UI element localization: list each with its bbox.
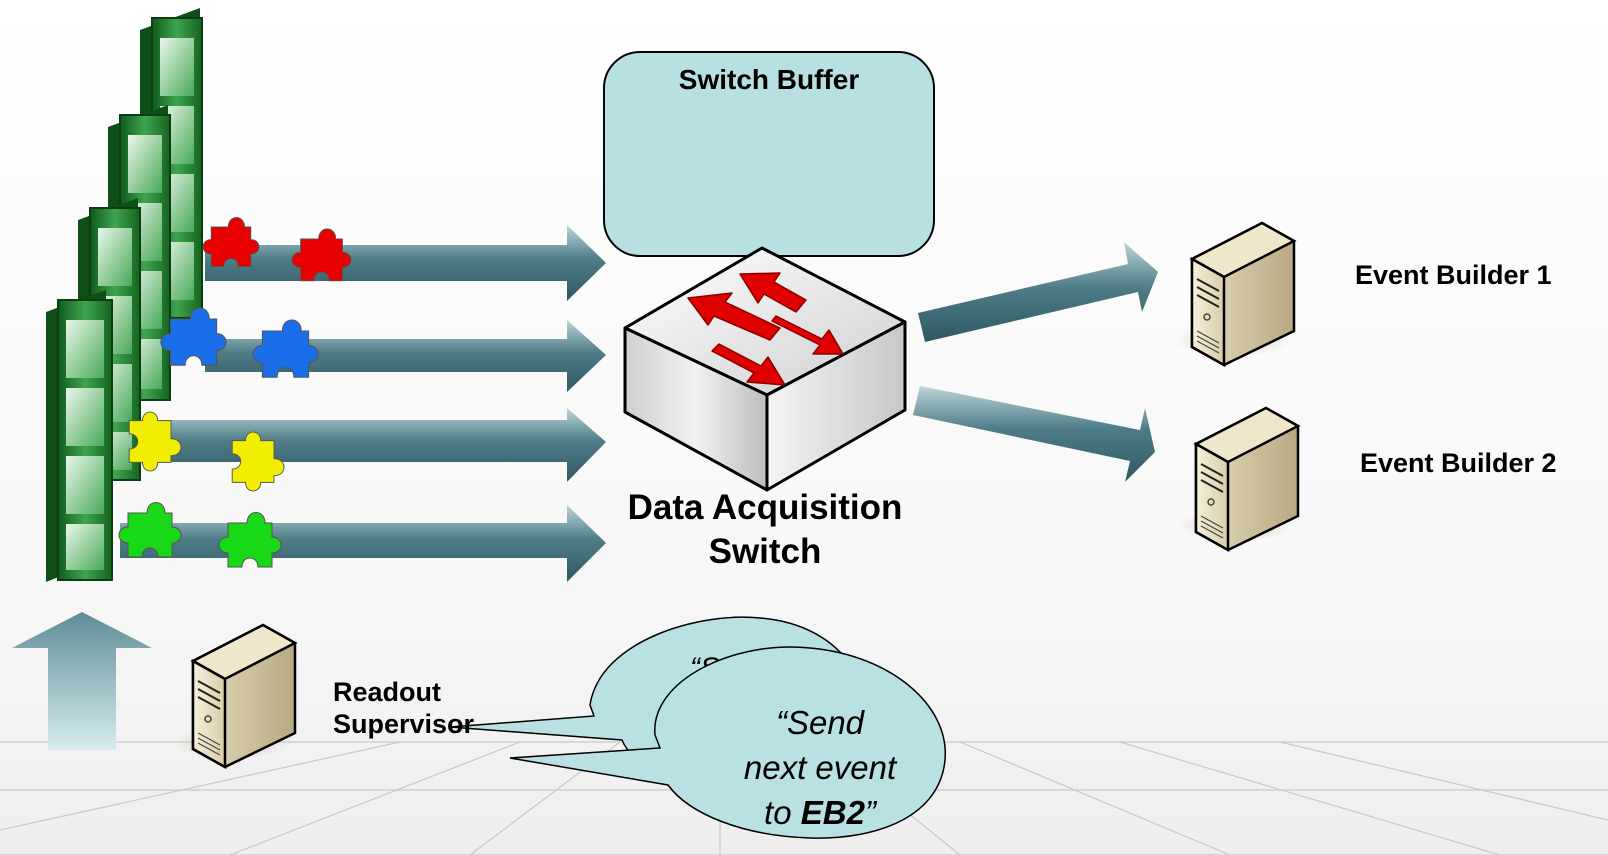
readout-label-line2: Supervisor xyxy=(333,709,475,739)
flow-arrow-green xyxy=(120,505,606,582)
flow-arrow-to-eb2 xyxy=(913,386,1155,482)
bubble-line2: next event xyxy=(743,749,897,786)
speech-bubble-front xyxy=(509,646,946,839)
switch-icon xyxy=(623,246,907,492)
speech-bubble-text: “Send next event to EB2” xyxy=(705,700,935,835)
readout-board-1 xyxy=(46,290,113,582)
flow-arrow-to-eb1 xyxy=(918,242,1158,342)
switch-buffer-title: Switch Buffer xyxy=(678,64,860,95)
switch-label: Data Acquisition Switch xyxy=(600,486,930,574)
readout-label-line1: Readout xyxy=(333,677,441,707)
flow-arrow-blue xyxy=(205,320,606,392)
bubble-line3-prefix: to xyxy=(764,794,801,831)
server-eb1-icon xyxy=(1172,221,1296,367)
server-eb2-icon xyxy=(1176,406,1300,552)
event-builder-2-label: Event Builder 2 xyxy=(1360,448,1557,478)
switch-label-line1: Data Acquisition xyxy=(627,488,903,527)
trigger-up-arrow xyxy=(12,612,152,750)
event-builder-1-label: Event Builder 1 xyxy=(1355,260,1552,290)
bubble-target-eb: EB2 xyxy=(800,794,865,831)
bubble-line1: “Send xyxy=(775,704,865,741)
flow-arrow-yellow xyxy=(160,408,606,482)
readout-supervisor-label: Readout Supervisor xyxy=(333,676,474,740)
bubble-line3: to EB2” xyxy=(705,790,935,835)
switch-label-line2: Switch xyxy=(708,532,822,571)
bubble-line3-suffix: ” xyxy=(864,794,876,831)
readout-boards xyxy=(46,8,203,582)
puzzle-green-icon xyxy=(218,512,282,568)
server-readout-supervisor-icon xyxy=(173,623,297,769)
flow-arrow-red xyxy=(205,225,606,301)
output-arrows xyxy=(913,242,1158,482)
